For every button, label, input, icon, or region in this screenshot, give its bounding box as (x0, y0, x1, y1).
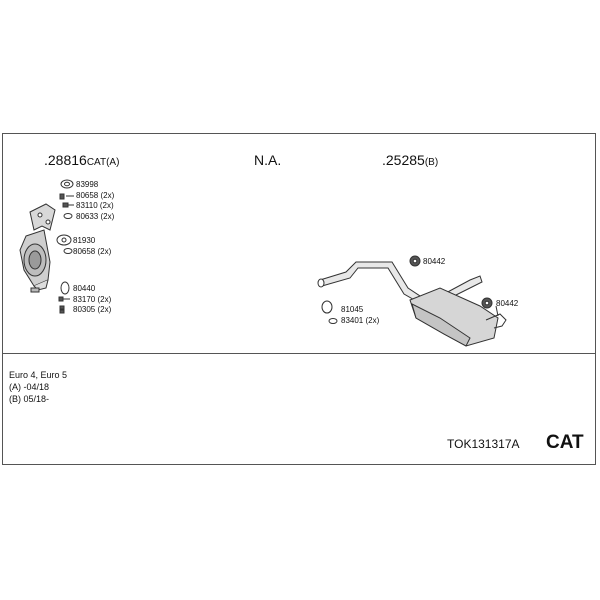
rear-muffler-part-number: .25285 (382, 152, 425, 168)
part-81045: 81045 (341, 305, 364, 314)
cat-badge: CAT (546, 432, 584, 453)
part-80305: 80305 (2x) (73, 305, 112, 314)
catalyst-part-suffix: CAT(A) (86, 157, 120, 168)
part-80440: 80440 (73, 284, 96, 293)
emission-note: Euro 4, Euro 5 (9, 370, 68, 380)
system-code: TOK131317A (447, 437, 520, 451)
part-80442-top: 80442 (423, 257, 446, 266)
part-80658-b: 80658 (2x) (73, 247, 112, 256)
middle-part-label: N.A. (254, 152, 282, 168)
header-left: .28816CAT(A) (44, 152, 119, 170)
variant-a-note: (A) -04/18 (9, 382, 50, 392)
part-80442-right: 80442 (496, 299, 519, 308)
variant-b-note: (B) 05/18- (9, 394, 50, 404)
part-80658-a: 80658 (2x) (76, 191, 115, 200)
right-part-icons (321, 255, 493, 324)
header-right: .25285(B) (382, 152, 438, 170)
notes-divider (2, 353, 596, 354)
rear-silencer-drawing (317, 261, 507, 347)
part-83401: 83401 (2x) (341, 316, 380, 325)
part-81930: 81930 (73, 236, 96, 245)
part-83110: 83110 (2x) (76, 201, 114, 210)
left-part-icons (56, 179, 74, 314)
diagram-frame (2, 133, 596, 465)
rear-muffler-part-suffix: (B) (424, 157, 439, 168)
catalytic-converter-drawing (19, 203, 56, 293)
catalyst-part-number: .28816 (44, 152, 87, 168)
part-80633: 80633 (2x) (76, 212, 115, 221)
part-83170: 83170 (2x) (73, 295, 112, 304)
part-83998: 83998 (76, 180, 99, 189)
